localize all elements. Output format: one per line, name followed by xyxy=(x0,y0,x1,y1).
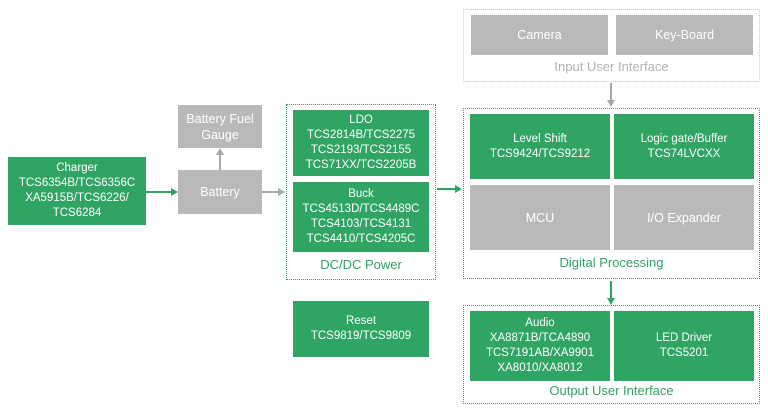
arrowhead-down-icon xyxy=(607,298,615,305)
part-numbers: TCS2193/TCS2155 xyxy=(310,144,412,156)
block-title: MCU xyxy=(525,210,555,225)
arrow-digital-to-output xyxy=(610,281,612,299)
part-numbers: TCS2814B/TCS2275 xyxy=(306,129,416,141)
block-title: LDO xyxy=(349,114,373,126)
part-numbers: XA8871B/TCA4890 xyxy=(489,332,591,344)
block-title: Charger xyxy=(56,162,98,174)
block-io-expander: I/O Expander xyxy=(614,185,754,250)
arrow-battery-to-dcdc xyxy=(262,191,279,193)
part-numbers: TCS5201 xyxy=(659,347,709,359)
section-label-input-user-interface: Input User Interface xyxy=(554,59,669,74)
block-title: Audio xyxy=(525,317,555,329)
block-buck: Buck TCS4513D/TCS4489C TCS4103/TCS4131 T… xyxy=(293,182,429,252)
section-digital-processing xyxy=(463,108,760,279)
part-numbers: TCS9819/TCS9809 xyxy=(310,330,412,342)
arrow-dcdc-to-digital xyxy=(437,188,456,190)
part-numbers: TCS71XX/TCS2205B xyxy=(305,159,417,171)
block-title: Logic gate/Buffer xyxy=(640,132,728,145)
block-keyboard: Key-Board xyxy=(616,15,753,55)
block-title: Key-Board xyxy=(654,28,715,42)
block-charger: Charger TCS6354B/TCS6356C XA5915B/TCS622… xyxy=(8,157,146,225)
section-label-output-user-interface: Output User Interface xyxy=(549,383,674,398)
block-title: Level Shift xyxy=(513,132,567,145)
block-title: Buck xyxy=(348,188,374,200)
part-numbers: XA8010/XA8012 xyxy=(497,362,583,374)
section-label-dcdc-power: DC/DC Power xyxy=(320,257,402,272)
block-camera: Camera xyxy=(471,15,608,55)
part-numbers: TCS4103/TCS4131 xyxy=(310,218,412,230)
block-ldo: LDO TCS2814B/TCS2275 TCS2193/TCS2155 TCS… xyxy=(293,110,429,176)
part-numbers: TCS7191AB/XA9901 xyxy=(485,347,595,359)
arrowhead-right-icon xyxy=(278,188,285,196)
block-title: Battery Fuel Gauge xyxy=(186,111,254,142)
part-numbers: XA5915B/TCS6226/ xyxy=(25,192,129,204)
arrowhead-down-icon xyxy=(607,100,615,107)
block-logic-gate-buffer: Logic gate/Buffer TCS74LVCXX xyxy=(614,114,754,179)
section-label-digital-processing: Digital Processing xyxy=(559,255,664,270)
part-numbers: TCS4513D/TCS4489C xyxy=(302,203,420,215)
block-reset: Reset TCS9819/TCS9809 xyxy=(293,301,429,357)
section-input-user-interface xyxy=(463,9,760,82)
block-mcu: MCU xyxy=(470,185,610,250)
block-audio: Audio XA8871B/TCA4890 TCS7191AB/XA9901 X… xyxy=(470,311,610,381)
part-numbers: TCS6354B/TCS6356C xyxy=(18,177,136,189)
part-numbers: TCS9424/TCS9212 xyxy=(489,147,591,160)
arrow-input-to-digital xyxy=(610,83,612,101)
arrow-battery-to-fuel-gauge xyxy=(219,155,221,170)
arrow-charger-to-battery xyxy=(146,191,172,193)
block-battery-fuel-gauge: Battery Fuel Gauge xyxy=(178,105,262,148)
section-dcdc-power xyxy=(286,104,436,280)
block-title: Battery xyxy=(200,185,240,199)
block-title: Camera xyxy=(517,28,562,42)
arrowhead-right-icon xyxy=(171,188,178,196)
part-numbers: TCS6284 xyxy=(52,207,102,219)
block-title: Reset xyxy=(345,315,377,327)
arrowhead-right-icon xyxy=(455,185,462,193)
section-output-user-interface xyxy=(463,305,760,404)
block-title: LED Driver xyxy=(655,332,713,344)
block-level-shift: Level Shift TCS9424/TCS9212 xyxy=(470,114,610,179)
part-numbers: TCS74LVCXX xyxy=(647,147,721,160)
block-title: I/O Expander xyxy=(647,210,721,225)
block-battery: Battery xyxy=(178,170,262,214)
block-led-driver: LED Driver TCS5201 xyxy=(614,311,754,381)
arrowhead-up-icon xyxy=(216,148,224,155)
part-numbers: TCS4410/TCS4205C xyxy=(306,233,416,245)
